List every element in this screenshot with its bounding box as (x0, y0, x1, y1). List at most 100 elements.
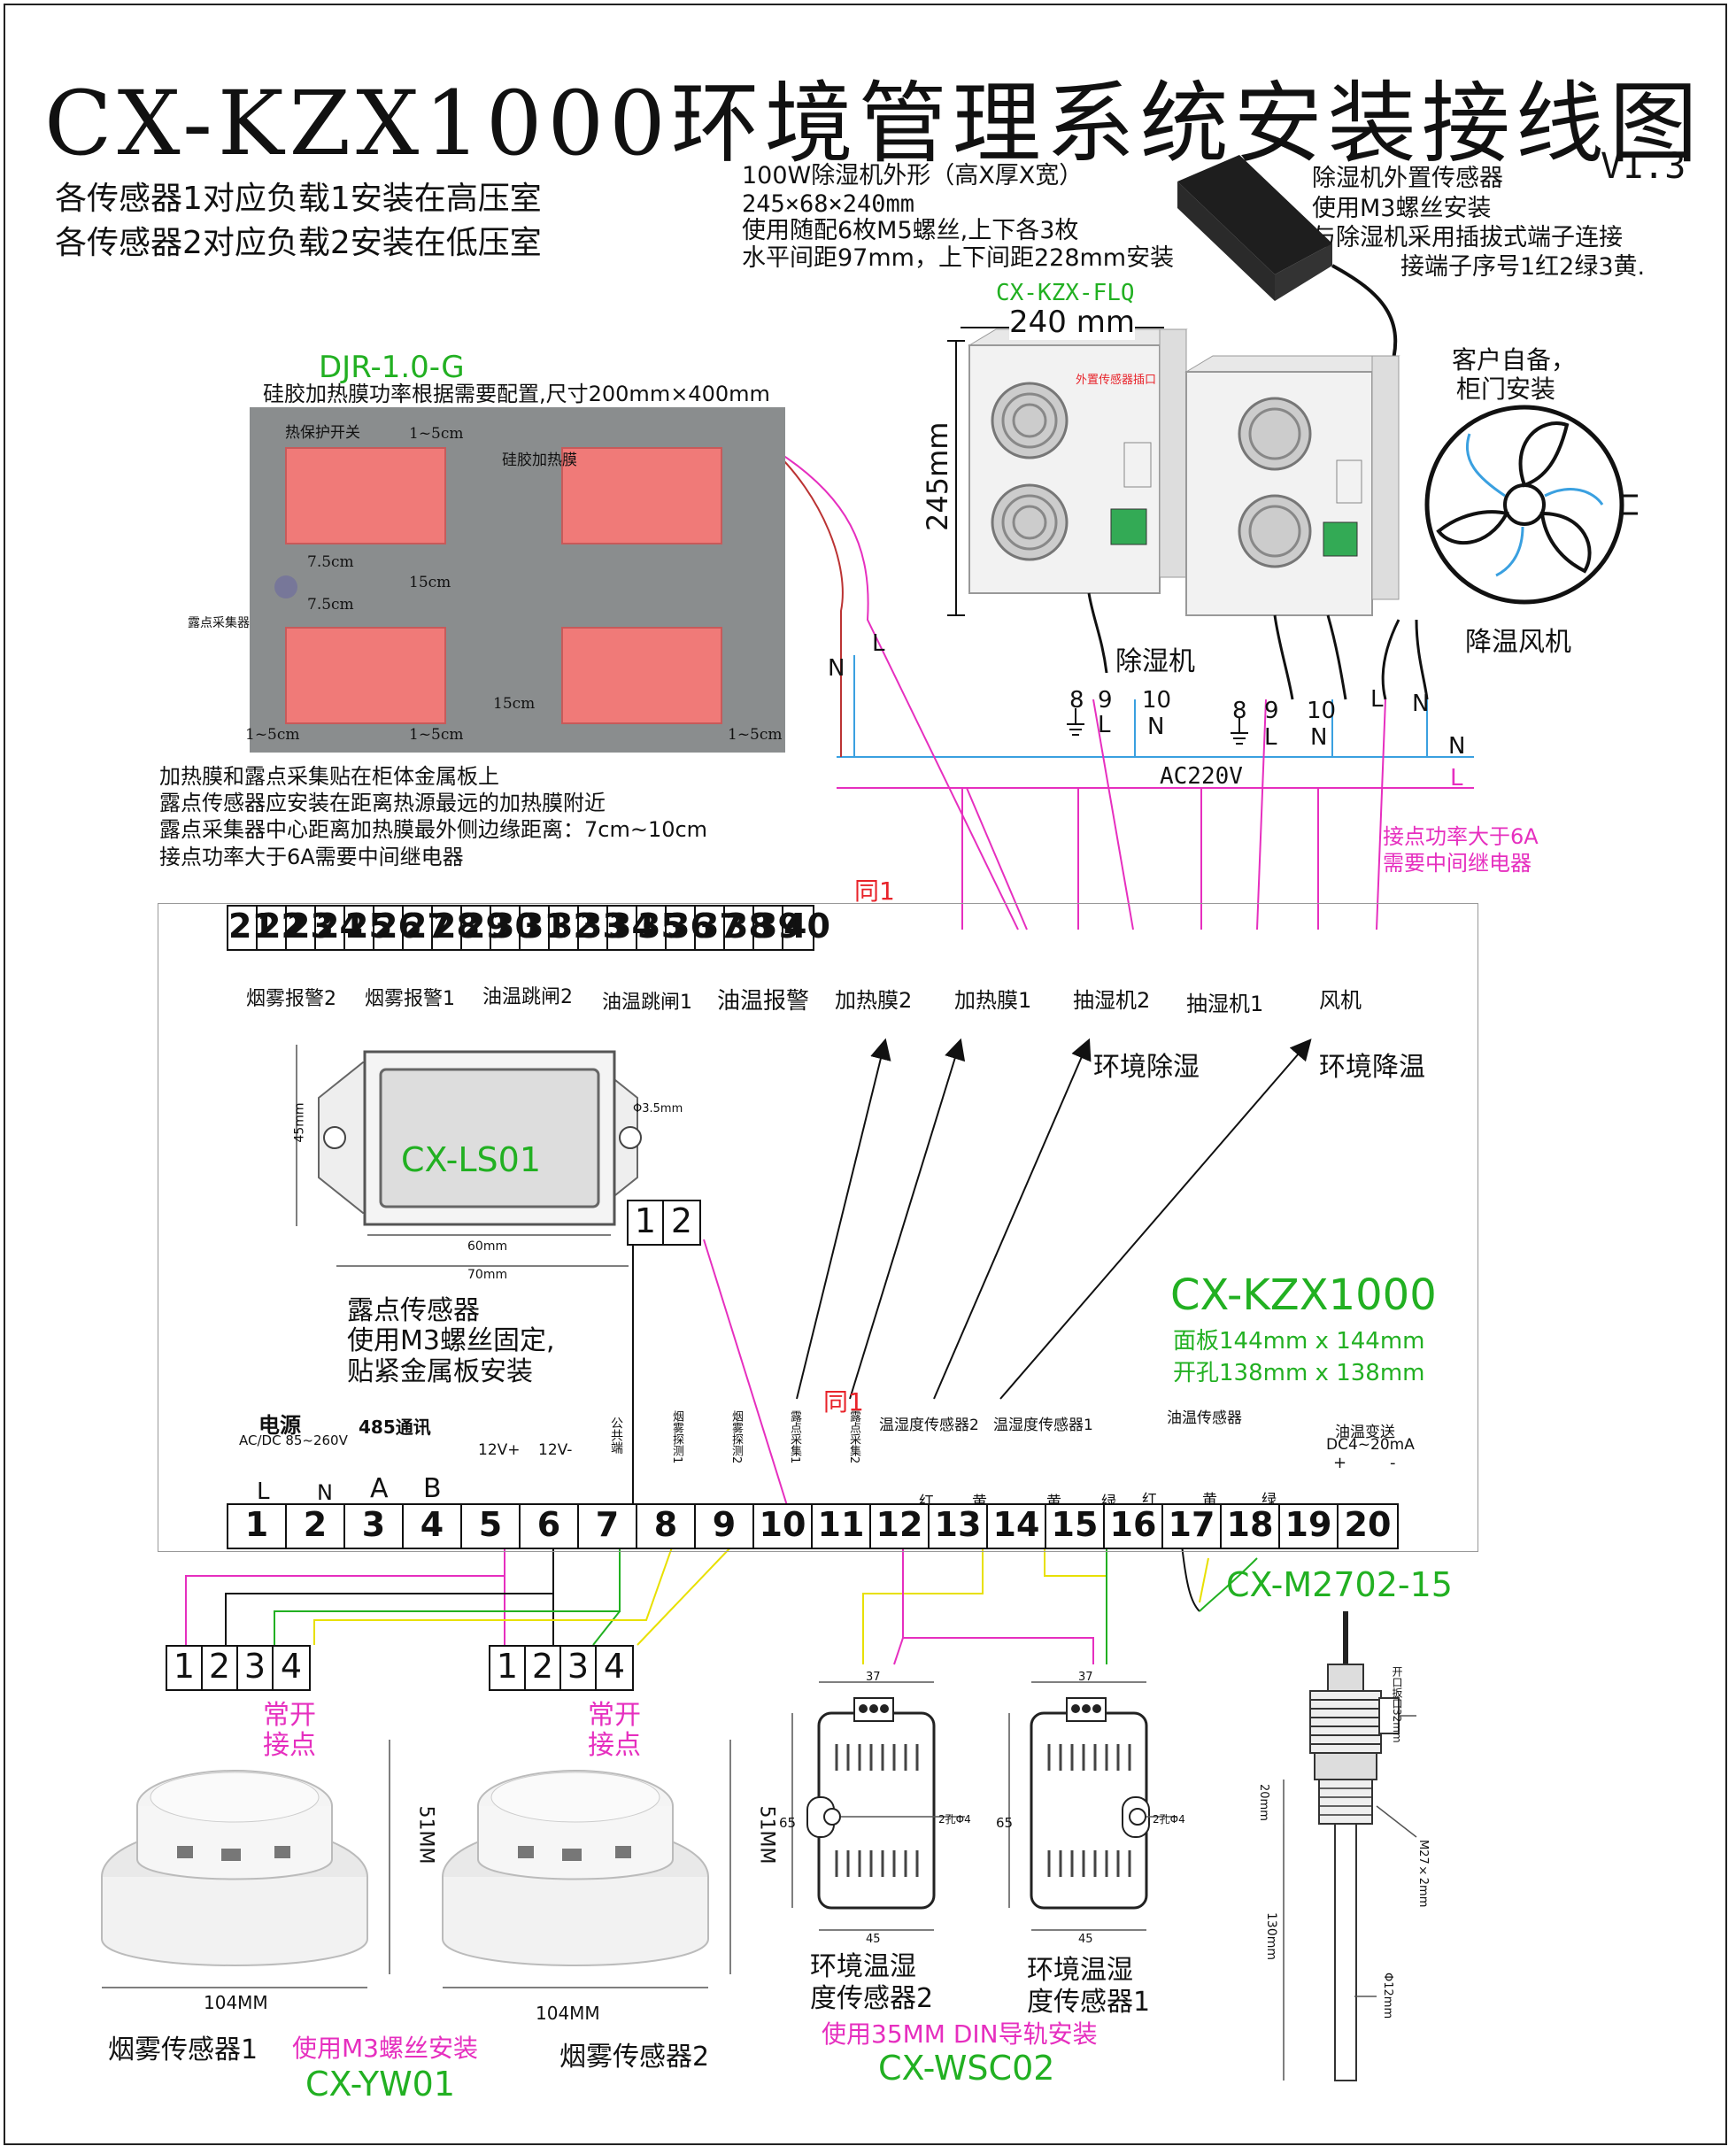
terminal-15[interactable]: 15 (1046, 1505, 1105, 1548)
terminal-37[interactable]: 37 (696, 907, 743, 949)
th1-dim-65: 65 (996, 1815, 1014, 1831)
terminal-11[interactable]: 11 (813, 1505, 871, 1548)
dh2-term-L: L (1264, 724, 1277, 751)
heater-wire-N: N (828, 655, 845, 682)
dew-sensor-line-2: 使用M3螺丝固定, (347, 1325, 555, 1356)
terminal-22[interactable]: 22 (258, 907, 305, 949)
heater-desc: 硅胶加热膜功率根据需要配置,尺寸200mm×400mm (263, 382, 770, 406)
terminal-6[interactable]: 6 (521, 1505, 579, 1548)
th-model: CX-WSC02 (878, 2049, 1055, 2088)
smoke-detector-2-drawing (442, 1740, 731, 1988)
dehumidifier-panel-small: 外置传感器插口 (1076, 374, 1157, 387)
terminal-20[interactable]: 20 (1344, 1505, 1392, 1544)
v12p-label: 12V+ (478, 1441, 521, 1459)
terminal-25[interactable]: 25 (345, 907, 392, 949)
gap-7-5-b: 7.5cm (307, 596, 354, 614)
dehumidifier-height-label: 245mm (921, 421, 954, 531)
dh2-term-N: N (1310, 724, 1328, 751)
terminal-13[interactable]: 13 (930, 1505, 988, 1548)
ext-sensor-drawing (1177, 155, 1398, 417)
smoke2-term-1[interactable]: 1 (490, 1647, 526, 1689)
dew2-label: 露点采集2 (847, 1410, 860, 1464)
dew1-label: 露点采集1 (788, 1410, 801, 1464)
ext-sensor-4: 接端子序号1红2绿3黄. (1400, 253, 1646, 281)
terminal-33[interactable]: 33 (579, 907, 626, 949)
terminal-34[interactable]: 34 (608, 907, 655, 949)
smoke2-contact-1: 常开 (588, 1700, 641, 1731)
smoke2-terminals: 1 2 3 4 (489, 1645, 634, 1691)
terminal-8[interactable]: 8 (637, 1505, 696, 1548)
smoke2-height: 51MM (755, 1805, 778, 1864)
dew-collector-icon (274, 575, 297, 598)
th1-dim-hole: 2孔Φ4 (1153, 1813, 1185, 1826)
mark-minus: - (1390, 1454, 1396, 1472)
terminal-28[interactable]: 28 (433, 907, 480, 949)
terminal-1[interactable]: 1 (228, 1505, 287, 1548)
terminal-18[interactable]: 18 (1222, 1505, 1280, 1548)
dew-dim-hole: Φ3.5mm (633, 1102, 683, 1116)
terminal-38[interactable]: 38 (725, 907, 772, 949)
terminal-3[interactable]: 3 (345, 1505, 404, 1548)
terminal-27[interactable]: 27 (404, 907, 451, 949)
label-oil-trip-1: 油温跳闸1 (602, 992, 692, 1014)
terminal-5[interactable]: 5 (462, 1505, 521, 1548)
terminal-31[interactable]: 31 (521, 907, 567, 949)
smoke2-term-3[interactable]: 3 (561, 1647, 597, 1689)
terminal-2[interactable]: 2 (287, 1505, 345, 1548)
dew-plug-2[interactable]: 2 (664, 1201, 699, 1244)
terminal-32[interactable]: 32 (550, 907, 597, 949)
smoke2-term-4[interactable]: 4 (597, 1647, 632, 1689)
dehumidifier-spec-1: 100W除湿机外形（高X厚X宽） (742, 162, 1084, 189)
smoke1-term-4[interactable]: 4 (274, 1647, 309, 1689)
terminal-12[interactable]: 12 (871, 1505, 930, 1548)
v12n-label: 12V- (538, 1441, 573, 1459)
dehumidifier-spec-2: 245×68×240mm (742, 190, 915, 218)
terminal-21[interactable]: 21 (228, 907, 275, 949)
terminal-4[interactable]: 4 (404, 1505, 462, 1548)
terminal-23[interactable]: 23 (287, 907, 334, 949)
terminal-24[interactable]: 24 (316, 907, 363, 949)
terminal-10[interactable]: 10 (754, 1505, 813, 1548)
relay-note-2: 需要中间继电器 (1383, 851, 1532, 876)
page-title: CX-KZX1000环境管理系统安装接线图 (44, 72, 1703, 175)
terminal-9[interactable]: 9 (696, 1505, 754, 1548)
terminal-35[interactable]: 35 (637, 907, 684, 949)
pin-L: L (257, 1478, 270, 1505)
terminal-7[interactable]: 7 (579, 1505, 637, 1548)
smoke1-term-1[interactable]: 1 (167, 1647, 203, 1689)
oil-temp-label: 油温传感器 (1167, 1409, 1242, 1427)
terminal-14[interactable]: 14 (988, 1505, 1046, 1548)
dew-sensor-line-3: 贴紧金属板安装 (347, 1356, 533, 1387)
th-sensor-1-drawing (1008, 1681, 1177, 1931)
th2-dim-hole: 2孔Φ4 (938, 1813, 971, 1826)
gap-7-5-a: 7.5cm (307, 553, 354, 571)
terminal-29[interactable]: 29 (462, 907, 509, 949)
terminal-36[interactable]: 36 (667, 907, 714, 949)
terminal-16[interactable]: 16 (1105, 1505, 1163, 1548)
th2-label: 温湿度传感器2 (879, 1417, 979, 1434)
terminal-26[interactable]: 26 (374, 907, 421, 949)
power-group-label: 电源 (258, 1413, 301, 1438)
rs485-group-label: 485通讯 (359, 1417, 431, 1438)
terminal-39[interactable]: 39 (754, 907, 801, 949)
terminal-19[interactable]: 19 (1280, 1505, 1339, 1548)
smoke2-term-2[interactable]: 2 (526, 1647, 561, 1689)
label-oil-trip-2: 油温跳闸2 (482, 986, 573, 1008)
heater-note-2: 露点传感器应安装在距离热源最远的加热膜附近 (159, 791, 606, 815)
thermal-switch-label: 热保护开关 (285, 424, 360, 442)
oil-trans-sub: DC4~20mA (1326, 1436, 1415, 1454)
th1-label: 温湿度传感器1 (993, 1417, 1093, 1434)
smoke2-width: 104MM (536, 2003, 600, 2024)
tong1-bottom: 同1 (823, 1387, 864, 1417)
terminal-40[interactable]: 40 (783, 907, 830, 946)
th1-dim-45: 45 (1078, 1933, 1093, 1946)
terminal-30[interactable]: 30 (491, 907, 538, 949)
smoke1-height: 51MM (414, 1805, 437, 1864)
dew-plug-1[interactable]: 1 (629, 1201, 664, 1244)
controller-board (158, 903, 1478, 1552)
smoke1-term-2[interactable]: 2 (203, 1647, 238, 1689)
smoke1-term-3[interactable]: 3 (238, 1647, 274, 1689)
common-label: 公共端 (609, 1417, 623, 1454)
terminal-17[interactable]: 17 (1163, 1505, 1222, 1548)
smoke1-terminals: 1 2 3 4 (166, 1645, 311, 1691)
